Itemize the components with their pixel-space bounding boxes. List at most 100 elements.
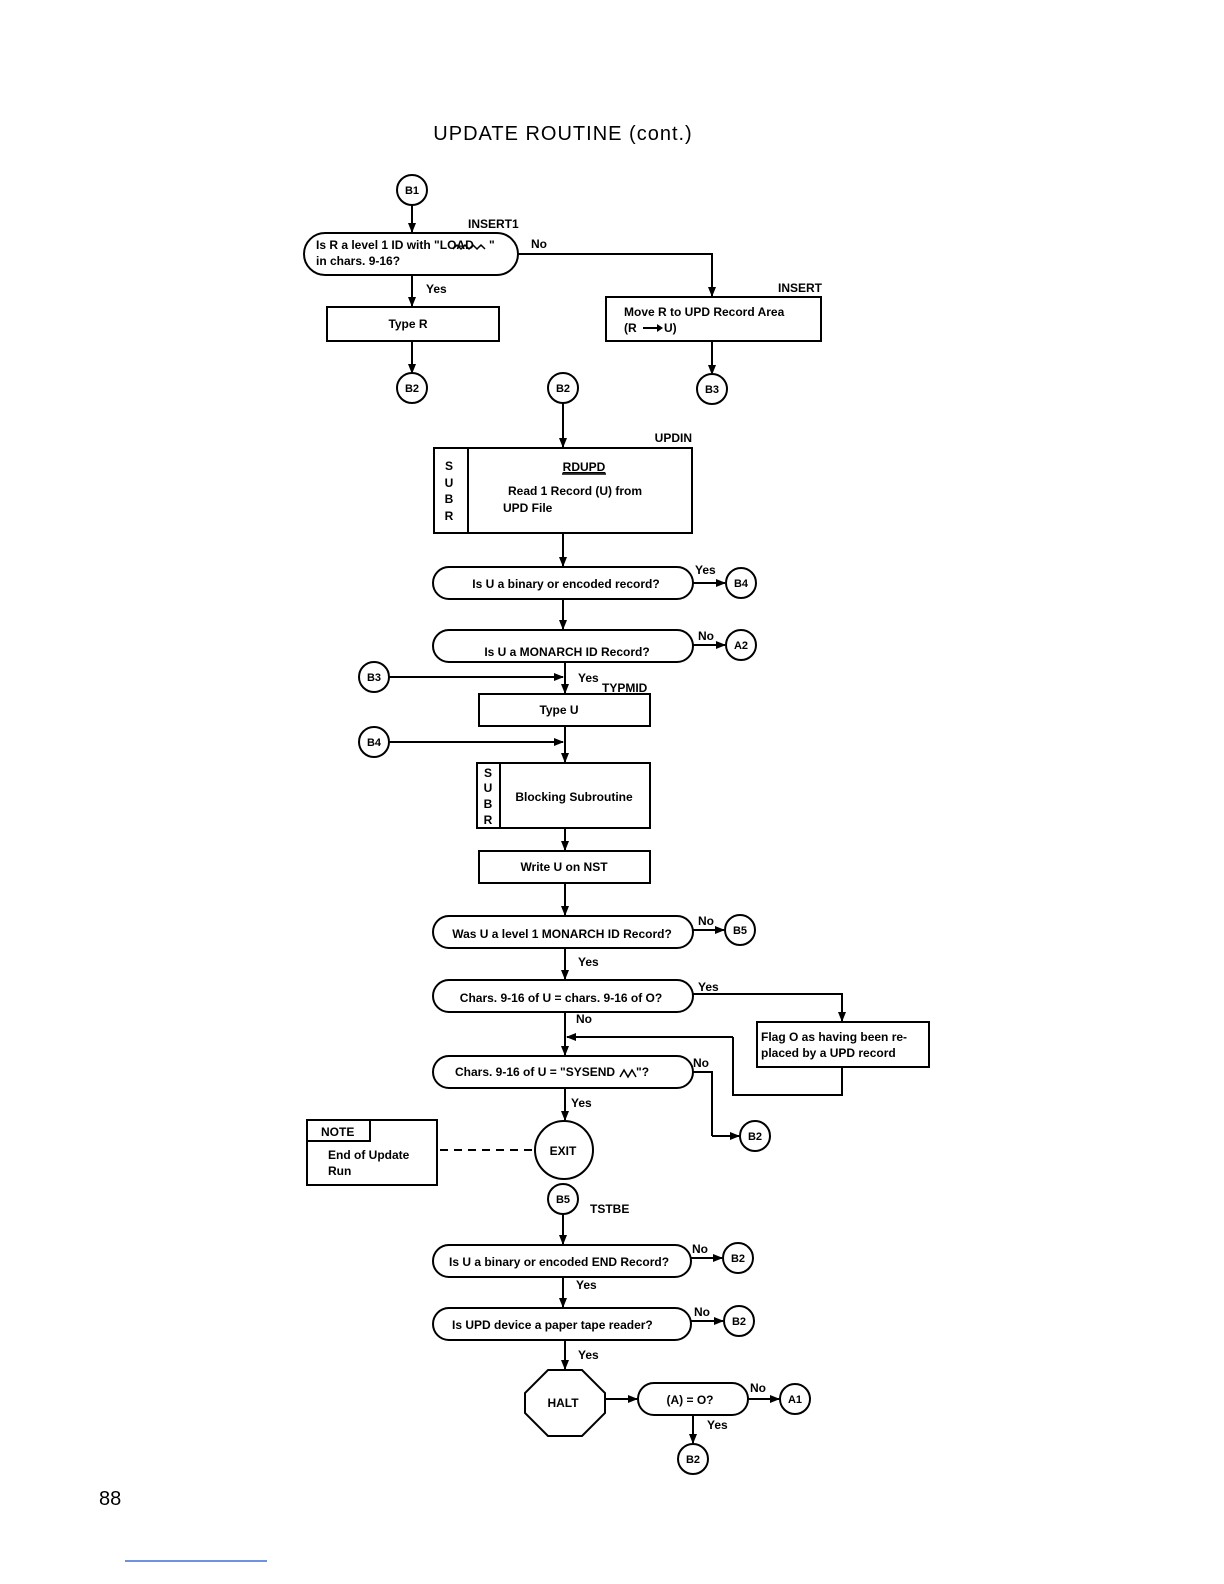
d7-yes-label: Yes [576, 1278, 597, 1292]
box-flag-o-replaced: Flag O as having been re- placed by a UP… [756, 1021, 930, 1068]
d7-no-label: No [692, 1242, 708, 1256]
connector-b4-a: B4 [725, 567, 757, 599]
svg-text:Was U a level 1 MONARCH ID Rec: Was U a level 1 MONARCH ID Record? [452, 927, 672, 941]
svg-text:B2: B2 [748, 1131, 762, 1143]
decision-a-equals-o: (A) = O? [637, 1382, 749, 1416]
d8-yes-label: Yes [578, 1348, 599, 1362]
svg-text:Chars. 9-16 of U = chars. 9-16: Chars. 9-16 of U = chars. 9-16 of O? [460, 991, 662, 1005]
svg-text:Type R: Type R [388, 317, 427, 331]
box-rdupd-subroutine: S U B R RDUPD Read 1 Record (U) from UPD… [433, 447, 693, 534]
tag-insert1: INSERT1 [468, 217, 519, 231]
svg-text:UPD File: UPD File [503, 501, 553, 515]
decision-monarch-id: Is U a MONARCH ID Record? [432, 629, 694, 663]
svg-text:Run: Run [328, 1164, 351, 1178]
d5-yes-label: Yes [698, 980, 719, 994]
svg-text:End of Update: End of Update [328, 1148, 410, 1162]
svg-text:(A) = O?: (A) = O? [667, 1393, 714, 1407]
tag-tstbe: TSTBE [590, 1202, 629, 1216]
svg-text:RDUPD: RDUPD [563, 460, 606, 474]
svg-text:Read 1 Record (U) from: Read 1 Record (U) from [508, 484, 642, 498]
d4-no-label: No [698, 914, 714, 928]
decision-r-level1-load: Is R a level 1 ID with "LOAD " in chars.… [303, 232, 519, 276]
connector-b5-a: B5 [724, 914, 756, 946]
tag-insert: INSERT [778, 281, 823, 295]
connector-a1: A1 [779, 1383, 811, 1415]
svg-text:B2: B2 [556, 383, 570, 395]
decision-binary-end-record: Is U a binary or encoded END Record? [432, 1244, 692, 1278]
svg-text:U: U [484, 781, 493, 795]
svg-text:Flag O as having been re-: Flag O as having been re- [761, 1030, 907, 1044]
connector-b1-top: B1 [396, 174, 428, 206]
svg-text:U: U [445, 476, 454, 490]
svg-text:Blocking Subroutine: Blocking Subroutine [515, 790, 633, 804]
svg-text:Chars. 9-16 of U = "SYSEND: Chars. 9-16 of U = "SYSEND [455, 1065, 615, 1079]
svg-text:Is UPD device a paper tape rea: Is UPD device a paper tape reader? [452, 1318, 653, 1332]
svg-text:EXIT: EXIT [550, 1144, 577, 1158]
svg-text:Move R to UPD Record Area: Move R to UPD Record Area [624, 305, 785, 319]
svg-text:S: S [445, 459, 453, 473]
svg-text:Is U a MONARCH ID Record?: Is U a MONARCH ID Record? [484, 645, 649, 659]
d8-no-label: No [694, 1305, 710, 1319]
svg-text:B: B [445, 492, 454, 506]
svg-text:U): U) [664, 321, 677, 335]
connector-b2-e: B2 [723, 1305, 755, 1337]
svg-text:HALT: HALT [547, 1396, 579, 1410]
d3-no-label: No [698, 629, 714, 643]
connector-b3-in: B3 [358, 661, 390, 693]
svg-text:(R: (R [624, 321, 637, 335]
decision-chars-u-equal-o: Chars. 9-16 of U = chars. 9-16 of O? [432, 979, 694, 1013]
svg-text:placed by a UPD record: placed by a UPD record [761, 1046, 896, 1060]
connector-b3-right: B3 [696, 373, 728, 405]
svg-text:A1: A1 [788, 1394, 802, 1406]
tag-updin: UPDIN [655, 431, 692, 445]
svg-text:in chars. 9-16?: in chars. 9-16? [316, 254, 400, 268]
box-type-r: Type R [326, 306, 500, 342]
connector-b4-in: B4 [358, 726, 390, 758]
connector-a2: A2 [725, 629, 757, 661]
svg-text:A2: A2 [734, 640, 748, 652]
svg-text:B4: B4 [367, 737, 382, 749]
page-number: 88 [99, 1488, 121, 1510]
svg-text:B5: B5 [556, 1194, 570, 1206]
decision-was-level1-monarch: Was U a level 1 MONARCH ID Record? [432, 915, 694, 949]
svg-text:Is U a binary or encoded END R: Is U a binary or encoded END Record? [449, 1255, 669, 1269]
decision-binary-or-encoded: Is U a binary or encoded record? [432, 566, 694, 600]
tag-typmid: TYPMID [602, 681, 648, 695]
d9-no-label: No [750, 1381, 766, 1395]
d6-yes-label: Yes [571, 1096, 592, 1110]
decision-paper-tape: Is UPD device a paper tape reader? [432, 1307, 692, 1341]
d3-yes-label: Yes [578, 671, 599, 685]
connector-b2-d: B2 [722, 1242, 754, 1274]
svg-text:B2: B2 [405, 383, 419, 395]
terminal-halt: HALT [524, 1369, 606, 1437]
svg-text:B3: B3 [367, 672, 381, 684]
d9-yes-label: Yes [707, 1418, 728, 1432]
d1-yes-label: Yes [426, 282, 447, 296]
svg-text:B2: B2 [731, 1253, 745, 1265]
terminal-exit: EXIT [534, 1120, 594, 1180]
box-write-u-nst: Write U on NST [478, 850, 651, 884]
svg-text:Type U: Type U [539, 703, 578, 717]
connector-b2-f: B2 [677, 1443, 709, 1475]
d6-no-label: No [693, 1056, 709, 1070]
d5-no-label: No [576, 1012, 592, 1026]
svg-text:B: B [484, 797, 493, 811]
page-title: UPDATE ROUTINE (cont.) [433, 123, 692, 145]
connector-b5-b: B5 [547, 1183, 579, 1215]
connector-b2-left: B2 [396, 372, 428, 404]
d1-no-label: No [531, 237, 547, 251]
svg-text:": " [489, 238, 495, 252]
connector-b2-mid: B2 [547, 372, 579, 404]
box-type-u: Type U [478, 693, 651, 727]
box-blocking-subroutine: S U B R Blocking Subroutine [476, 762, 651, 829]
d2-yes-label: Yes [695, 563, 716, 577]
svg-text:S: S [484, 766, 492, 780]
svg-text:B2: B2 [686, 1454, 700, 1466]
svg-text:Write U on NST: Write U on NST [520, 860, 608, 874]
svg-text:Is R a level 1 ID with "LOAD: Is R a level 1 ID with "LOAD [316, 238, 474, 252]
svg-text:NOTE: NOTE [321, 1125, 354, 1139]
box-move-r-to-upd: Move R to UPD Record Area (R U) [605, 296, 822, 342]
note-end-of-update: NOTE End of Update Run [306, 1119, 438, 1186]
svg-text:B5: B5 [733, 925, 747, 937]
